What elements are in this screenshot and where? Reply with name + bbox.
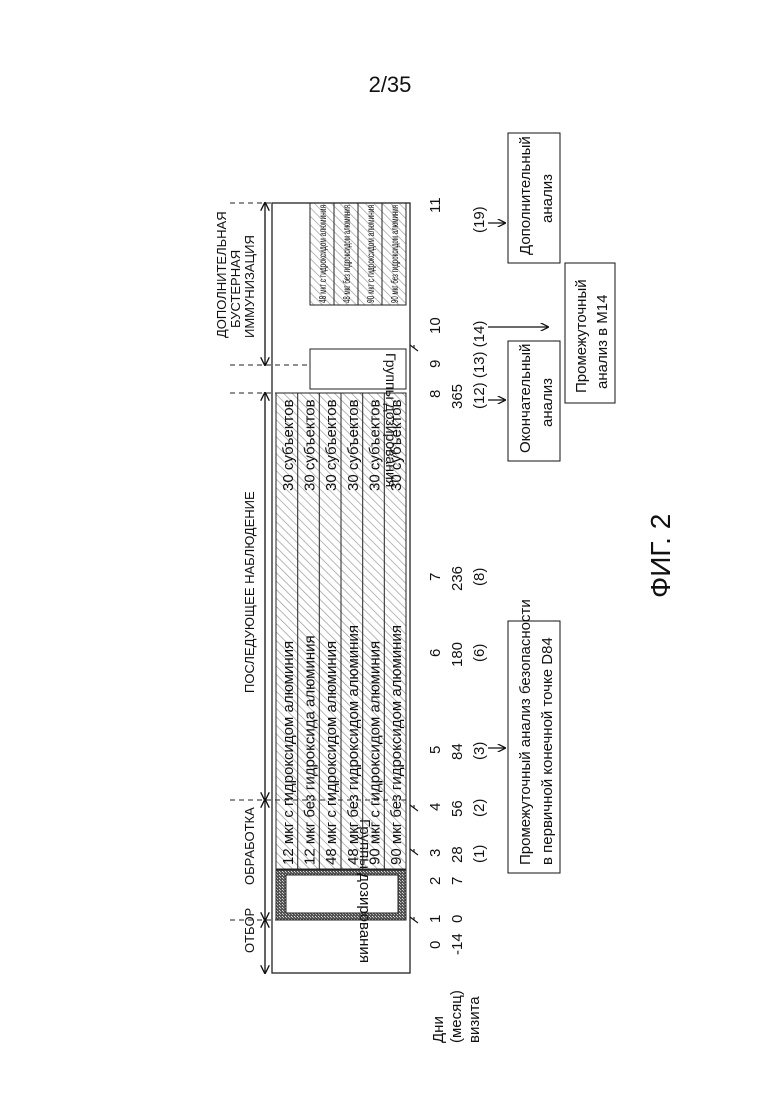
month-1: (1)	[471, 845, 488, 863]
phase-booster-label-1: ДОПОЛНИТЕЛЬНАЯ	[214, 211, 229, 338]
month-19: (19)	[471, 206, 488, 233]
day-numbers: -14 0 7 28 56 84 180 236 365	[449, 384, 466, 955]
booster-label-4: 90 мкг без гидроксидом алюминия	[389, 205, 401, 303]
interim-m14-line1: Промежуточный	[573, 279, 590, 393]
visit-5: 5	[427, 746, 444, 754]
group-subjects-3: 30 субъектов	[323, 399, 340, 491]
visit-3: 3	[427, 849, 444, 857]
axis-label-visit: визита	[466, 996, 483, 1043]
phase-screening-label: ОТБОР	[242, 908, 257, 953]
group-subjects-4: 30 субъектов	[345, 399, 362, 491]
interim-m14-line2: анализ в М14	[594, 295, 611, 389]
month-numbers: (1) (2) (3) (6) (8) (12) (13) (14) (19)	[471, 206, 488, 863]
month-6: (6)	[471, 644, 488, 662]
group-label-2: 12 мкг без гидроксида алюминия	[302, 635, 319, 865]
day-180: 180	[449, 642, 466, 667]
injection-markers	[410, 345, 418, 923]
visit-11: 11	[427, 197, 444, 213]
visit-8: 8	[427, 390, 444, 398]
phase-booster-label-2: БУСТЕРНАЯ	[228, 250, 243, 328]
group-subjects-5: 30 субъектов	[367, 399, 384, 491]
booster-label-1: 48 мкг с гидроксидом алюминия	[318, 205, 329, 303]
group-subjects-2: 30 субъектов	[302, 399, 319, 491]
final-analysis-line2: анализ	[539, 378, 556, 427]
booster-label-3: 90 мкг с гидроксидом алюминия	[366, 205, 377, 303]
month-3: (3)	[471, 742, 488, 760]
phase-treatment-label: ОБРАБОТКА	[242, 807, 257, 885]
final-analysis-line1: Окончательный	[517, 344, 534, 453]
day-365: 365	[449, 384, 466, 409]
phase-followup-label: ПОСЛЕДУЮЩЕЕ НАБЛЮДЕНИЕ	[242, 491, 257, 693]
day-28: 28	[449, 846, 466, 863]
group-label-3: 48 мкг с гидроксидом алюминия	[323, 641, 340, 865]
visit-10: 10	[427, 317, 444, 334]
visit-0: 0	[427, 941, 444, 949]
visit-9: 9	[427, 360, 444, 368]
visit-6: 6	[427, 649, 444, 657]
group-subjects-1: 30 субъектов	[280, 399, 297, 491]
figure-label: ФИГ. 2	[645, 514, 676, 598]
dosing-label-2: Группы дозирования	[383, 353, 399, 487]
axis-label-days: Дни	[430, 1016, 447, 1043]
group-label-6: 90 мкг без гидроксидом алюминия	[388, 625, 405, 865]
visit-numbers: 0 1 2 3 4 5 6 7 8 9 10 11	[427, 197, 444, 949]
month-8: (8)	[471, 568, 488, 586]
day-236: 236	[449, 566, 466, 591]
day-0: 0	[449, 915, 466, 923]
interim-d84-line2: в первичной конечной точке D84	[539, 637, 556, 865]
visit-2: 2	[427, 877, 444, 885]
visit-1: 1	[427, 915, 444, 923]
day-56: 56	[449, 800, 466, 817]
group-label-1: 12 мкг с гидроксидом алюминия	[280, 641, 297, 865]
day-84: 84	[449, 743, 466, 760]
group-label-4: 48 мкг без гидроксидом алюминия	[345, 625, 362, 865]
additional-analysis-line2: анализ	[539, 174, 556, 223]
month-12-13-14: (12) (13) (14)	[471, 321, 488, 409]
day-7: 7	[449, 877, 466, 885]
additional-analysis-line1: Дополнительный	[517, 136, 534, 255]
month-2: (2)	[471, 799, 488, 817]
day-neg14: -14	[449, 933, 466, 955]
axis-label-month: (месяц)	[448, 990, 465, 1043]
interim-d84-line1: Промежуточный анализ безопасности	[517, 599, 534, 865]
visit-4: 4	[427, 803, 444, 811]
group-label-5: 90 мкг с гидроксидом алюминия	[367, 641, 384, 865]
dosing-box-1	[286, 875, 398, 913]
phase-booster-label-3: ИММУНИЗАЦИЯ	[242, 235, 257, 338]
booster-label-2: 48 мкг без гидроксидом алюминия	[341, 205, 353, 303]
visit-7: 7	[427, 573, 444, 581]
rotated-figure: ОТБОР ОБРАБОТКА ПОСЛЕДУЮЩЕЕ НАБЛЮДЕНИЕ Д…	[214, 133, 676, 1043]
